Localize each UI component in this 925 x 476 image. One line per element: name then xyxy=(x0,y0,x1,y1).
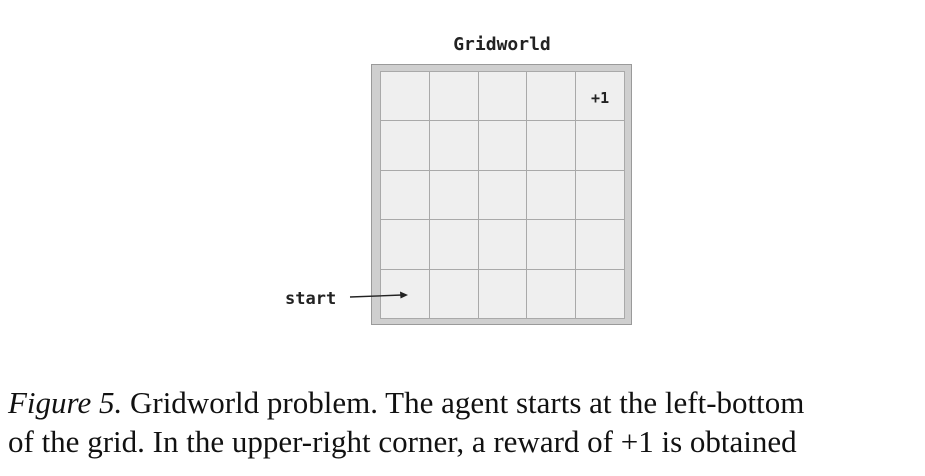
grid-cell xyxy=(527,121,577,171)
grid-cell xyxy=(527,72,577,122)
grid-cell xyxy=(478,72,528,122)
grid-cell xyxy=(478,170,528,221)
grid-cell xyxy=(429,72,479,122)
start-arrow-icon xyxy=(349,291,408,299)
grid-cell xyxy=(381,121,430,171)
grid-cell xyxy=(381,220,430,270)
figure-label: Figure 5. xyxy=(8,385,123,420)
grid-cell xyxy=(576,220,625,270)
grid-cell xyxy=(381,170,430,221)
caption-line-2: of the grid. In the upper-right corner, … xyxy=(8,424,797,459)
reward-label: +1 xyxy=(591,89,610,107)
figure-caption: Figure 5. Gridworld problem. The agent s… xyxy=(8,383,920,461)
grid-cell xyxy=(478,269,528,319)
grid-cell xyxy=(576,121,625,171)
grid-cell xyxy=(527,170,577,221)
grid-cell xyxy=(429,121,479,171)
diagram-title: Gridworld xyxy=(453,34,551,55)
grid-cell xyxy=(478,121,528,171)
grid-cell xyxy=(429,170,479,221)
start-label: start xyxy=(285,289,337,309)
grid-cell xyxy=(478,220,528,270)
caption-line-1: Figure 5. Gridworld problem. The agent s… xyxy=(8,383,920,422)
grid-cell xyxy=(381,72,430,122)
reward-cell: +1 xyxy=(576,72,625,122)
grid-cell xyxy=(576,269,625,319)
grid-cell xyxy=(527,220,577,270)
caption-text-1: Gridworld problem. The agent starts at t… xyxy=(122,385,805,420)
grid-cell xyxy=(429,269,479,319)
grid-cell xyxy=(576,170,625,221)
grid-cell xyxy=(429,220,479,270)
gridworld-grid: +1 xyxy=(380,71,625,319)
gridworld-frame: +1 xyxy=(371,64,632,325)
grid-cell xyxy=(527,269,577,319)
